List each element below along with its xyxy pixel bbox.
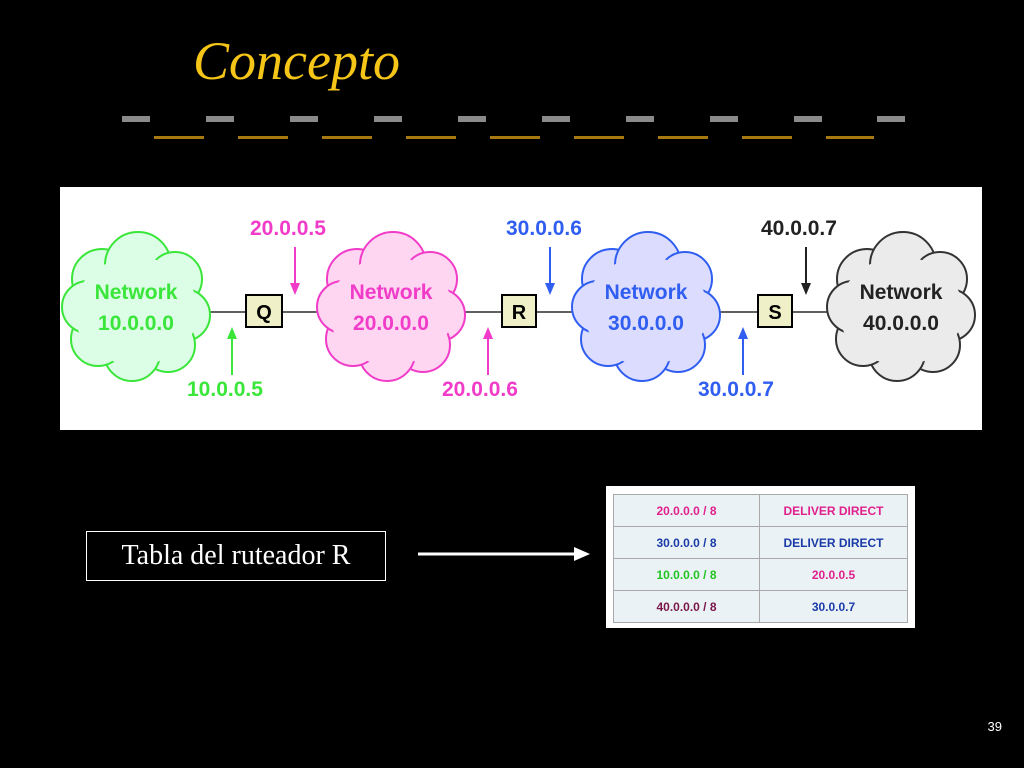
network-diagram: Network 10.0.0.0 Network 20.0.0.0 Networ…: [60, 187, 982, 430]
network-address: 40.0.0.0: [863, 312, 939, 335]
router-q-label: Q: [256, 302, 272, 324]
address-label: 30.0.0.6: [506, 217, 582, 240]
network-label: Network: [605, 281, 688, 304]
routing-table-panel: 20.0.0.0 / 8 DELIVER DIRECT 30.0.0.0 / 8…: [606, 486, 915, 628]
address-label: 20.0.0.6: [442, 378, 518, 401]
arrow-icon: [801, 247, 811, 295]
network-address: 10.0.0.0: [98, 312, 174, 335]
route-cell: DELIVER DIRECT: [759, 526, 908, 559]
router-s-label: S: [768, 302, 781, 324]
network-label: Network: [860, 281, 943, 304]
address-label: 10.0.0.5: [187, 378, 263, 401]
arrow-icon: [483, 327, 493, 375]
route-cell: 20.0.0.5: [759, 558, 908, 591]
router-q: Q: [245, 294, 283, 328]
network-address: 30.0.0.0: [608, 312, 684, 335]
arrow-icon: [738, 327, 748, 375]
arrow-icon: [545, 247, 555, 295]
destination-cell: 10.0.0.0 / 8: [613, 558, 760, 591]
router-table-caption: Tabla del ruteador R: [86, 531, 386, 581]
destination-cell: 30.0.0.0 / 8: [613, 526, 760, 559]
network-label: Network: [95, 281, 178, 304]
table-row: 10.0.0.0 / 8 20.0.0.5: [613, 558, 908, 591]
destination-cell: 40.0.0.0 / 8: [613, 590, 760, 623]
address-label: 40.0.0.7: [761, 217, 837, 240]
caption-text: Tabla del ruteador R: [121, 540, 351, 571]
network-address: 20.0.0.0: [353, 312, 429, 335]
arrow-icon: [227, 327, 237, 375]
slide-title: Concepto: [193, 31, 400, 91]
router-s: S: [757, 294, 793, 328]
router-r: R: [501, 294, 537, 328]
router-r-label: R: [512, 302, 527, 324]
table-row: 40.0.0.0 / 8 30.0.0.7: [613, 590, 908, 623]
route-cell: 30.0.0.7: [759, 590, 908, 623]
address-label: 30.0.0.7: [698, 378, 774, 401]
arrow-right-icon: [418, 547, 590, 561]
routing-table: 20.0.0.0 / 8 DELIVER DIRECT 30.0.0.0 / 8…: [613, 494, 908, 623]
route-cell: DELIVER DIRECT: [759, 494, 908, 527]
arrow-icon: [290, 247, 300, 295]
network-label: Network: [350, 281, 433, 304]
address-label: 20.0.0.5: [250, 217, 326, 240]
table-row: 30.0.0.0 / 8 DELIVER DIRECT: [613, 526, 908, 559]
destination-cell: 20.0.0.0 / 8: [613, 494, 760, 527]
table-row: 20.0.0.0 / 8 DELIVER DIRECT: [613, 494, 908, 527]
title-divider: [122, 116, 905, 139]
slide-number: 39: [987, 719, 1002, 734]
